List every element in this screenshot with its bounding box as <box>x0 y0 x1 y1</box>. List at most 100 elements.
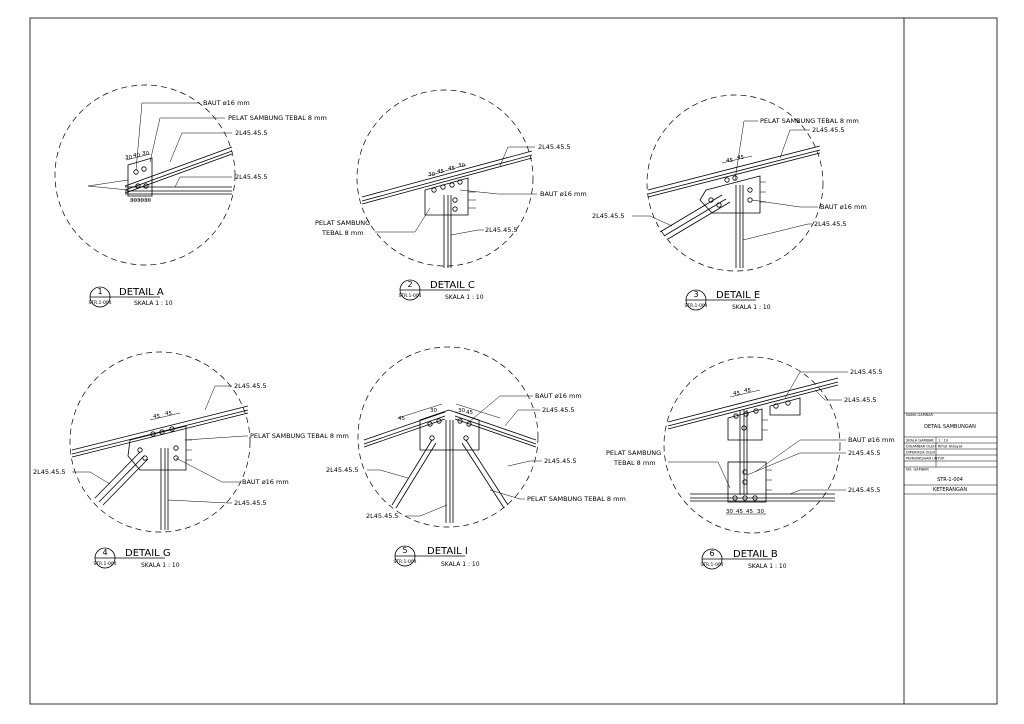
detail-g-label-plate: PELAT SAMBUNG TEBAL 8 mm <box>250 432 349 440</box>
tb-sheet-no: STR-1-004 <box>937 477 963 483</box>
detail-i-scale: SKALA 1 : 10 <box>441 561 480 568</box>
tb-purpose-label: PEMERIKSAAN UNTUK <box>906 457 945 461</box>
tb-remarks: KETERANGAN <box>933 487 967 493</box>
detail-a-circle <box>54 84 236 266</box>
detail-b-dim: 30 <box>726 509 733 515</box>
detail-g-dim: 45 <box>153 414 160 420</box>
detail-b-label-chord-right: 2L45.45.5 <box>844 396 877 404</box>
detail-a-dim: 30 <box>125 155 132 161</box>
detail-b-label-bottom-chord: 2L45.45.5 <box>848 486 881 494</box>
detail-b-label-bolt: BAUT ø16 mm <box>848 436 895 444</box>
detail-a-label-chord-top: 2L45.45.5 <box>235 129 268 137</box>
detail-a-label-plate: PELAT SAMBUNG TEBAL 8 mm <box>228 114 327 122</box>
detail-a-dim: 30 <box>137 198 144 204</box>
detail-b-number: 6 <box>709 549 714 558</box>
detail-b-dim: 45 <box>733 391 740 397</box>
detail-b-dim: 45 <box>736 509 743 515</box>
detail-i-dim: 30 <box>430 408 437 414</box>
detail-g: 45 45 2L45.45.5 PELAT SAMBUNG TEBAL 8 mm… <box>33 351 349 569</box>
detail-g-label-chord: 2L45.45.5 <box>234 382 267 390</box>
detail-g-label-vertical: 2L45.45.5 <box>234 499 267 507</box>
detail-i-label-plate: PELAT SAMBUNG TEBAL 8 mm <box>527 495 626 503</box>
detail-i-dim: 45 <box>466 410 473 416</box>
detail-b: 45 45 30 45 45 30 2L45.45.5 2L45.45.5 BA… <box>606 356 895 570</box>
detail-g-number: 4 <box>102 548 107 557</box>
detail-c-label-chord: 2L45.45.5 <box>538 143 571 151</box>
detail-e-label-bolt: BAUT ø16 mm <box>820 203 867 211</box>
detail-i-label-right-diagonal: 2L45.45.5 <box>544 457 577 465</box>
detail-b-scale: SKALA 1 : 10 <box>748 563 787 570</box>
detail-c-label-plate: PELAT SAMBUNG <box>315 219 370 227</box>
detail-i-title: DETAIL I <box>427 546 468 557</box>
detail-b-ref: STR.1-004 <box>700 562 723 568</box>
tb-scale-label: SKALA GAMBAR <box>906 439 934 443</box>
detail-c-title: DETAIL C <box>430 280 475 291</box>
detail-e-number: 3 <box>693 290 698 299</box>
detail-c-dim: 45 <box>448 166 455 172</box>
detail-e-dim: 45 <box>726 158 733 164</box>
detail-i-ref: STR.1-004 <box>393 559 416 565</box>
detail-c-dim: 45 <box>437 169 444 175</box>
detail-a-dim: 40 <box>133 153 140 159</box>
detail-e-label-chord: 2L45.45.5 <box>812 126 845 134</box>
detail-c-label-bolt: BAUT ø16 mm <box>540 190 587 198</box>
detail-a-label-chord-bottom: 2L45.45.5 <box>235 173 268 181</box>
detail-a: 30 40 30 30 30 30 BAUT ø16 mm PELAT SAMB… <box>54 84 327 308</box>
detail-a-dim: 30 <box>130 198 137 204</box>
detail-g-circle <box>69 351 251 533</box>
detail-i-dim: 30 <box>458 408 465 414</box>
detail-b-dim: 45 <box>744 388 751 394</box>
detail-b-label-top-chord: 2L45.45.5 <box>850 368 883 376</box>
detail-c-label-thickness: TEBAL 8 mm <box>321 229 364 237</box>
detail-e-label-plate: PELAT SAMBUNG TEBAL 8 mm <box>760 117 859 125</box>
detail-a-ref: STR.1-004 <box>88 300 111 306</box>
detail-b-title: DETAIL B <box>733 549 778 560</box>
detail-b-label-vertical: 2L45.45.5 <box>848 449 881 457</box>
detail-b-label-thickness: TEBAL 8 mm <box>613 459 656 467</box>
detail-g-title: DETAIL G <box>125 548 171 559</box>
detail-e-label-diagonal: 2L45.45.5 <box>592 212 625 220</box>
detail-g-scale: SKALA 1 : 10 <box>141 562 180 569</box>
detail-e-title: DETAIL E <box>716 290 760 301</box>
detail-i-label-left-diagonal: 2L45.45.5 <box>326 466 359 474</box>
detail-i: 45 30 30 45 BAUT ø16 mm 2L45.45.5 2L45.4… <box>326 346 626 568</box>
detail-i-label-right-rafter: 2L45.45.5 <box>542 406 575 414</box>
detail-c-dim: 30 <box>428 172 435 178</box>
detail-i-label-bolt: BAUT ø16 mm <box>535 392 582 400</box>
detail-e: 45 45 PELAT SAMBUNG TEBAL 8 mm 2L45.45.5… <box>592 94 867 311</box>
detail-c-dim: 30 <box>458 163 465 169</box>
detail-c-label-vertical: 2L45.45.5 <box>485 226 518 234</box>
tb-checked-label: DIPERIKSA OLEH <box>906 451 936 455</box>
detail-c-circle <box>356 89 534 267</box>
detail-g-ref: STR.1-004 <box>93 561 116 567</box>
detail-g-dim: 45 <box>165 411 172 417</box>
tb-drawn-value: Rifrat Hidayat <box>938 445 963 449</box>
detail-g-label-bolt: BAUT ø16 mm <box>242 478 289 486</box>
detail-i-number: 5 <box>402 546 407 555</box>
detail-a-title: DETAIL A <box>119 287 164 298</box>
detail-a-dim: 30 <box>144 198 151 204</box>
detail-b-dim: 30 <box>757 509 764 515</box>
detail-b-dim: 45 <box>746 509 753 515</box>
title-block: NAMA GAMBAR DETAIL SAMBUNGAN SKALA GAMBA… <box>904 412 997 495</box>
tb-drawn-label: DIGAMBAR OLEH <box>906 445 936 449</box>
detail-e-dim: 45 <box>737 155 744 161</box>
tb-scale-value: 1 : 10 <box>938 439 948 443</box>
detail-g-label-diagonal: 2L45.45.5 <box>33 468 66 476</box>
detail-a-label-bolt: BAUT ø16 mm <box>203 99 250 107</box>
tb-sheet-no-label: NO. GAMBAR <box>906 468 929 472</box>
detail-a-scale: SKALA 1 : 10 <box>134 300 173 307</box>
detail-a-dim: 30 <box>142 151 149 157</box>
detail-b-circle <box>663 356 841 534</box>
detail-c: 30 45 45 30 2L45.45.5 BAUT ø16 mm PELAT … <box>315 89 587 301</box>
detail-c-number: 2 <box>407 280 412 289</box>
tb-header-label: NAMA GAMBAR <box>906 413 933 417</box>
detail-i-label-vertical: 2L45.45.5 <box>366 512 399 520</box>
tb-drawing-title: DETAIL SAMBUNGAN <box>924 424 976 430</box>
detail-e-ref: STR.1-004 <box>684 303 707 309</box>
detail-i-circle <box>357 346 539 528</box>
detail-e-scale: SKALA 1 : 10 <box>732 304 771 311</box>
detail-e-circle <box>646 94 824 272</box>
detail-c-scale: SKALA 1 : 10 <box>445 294 484 301</box>
